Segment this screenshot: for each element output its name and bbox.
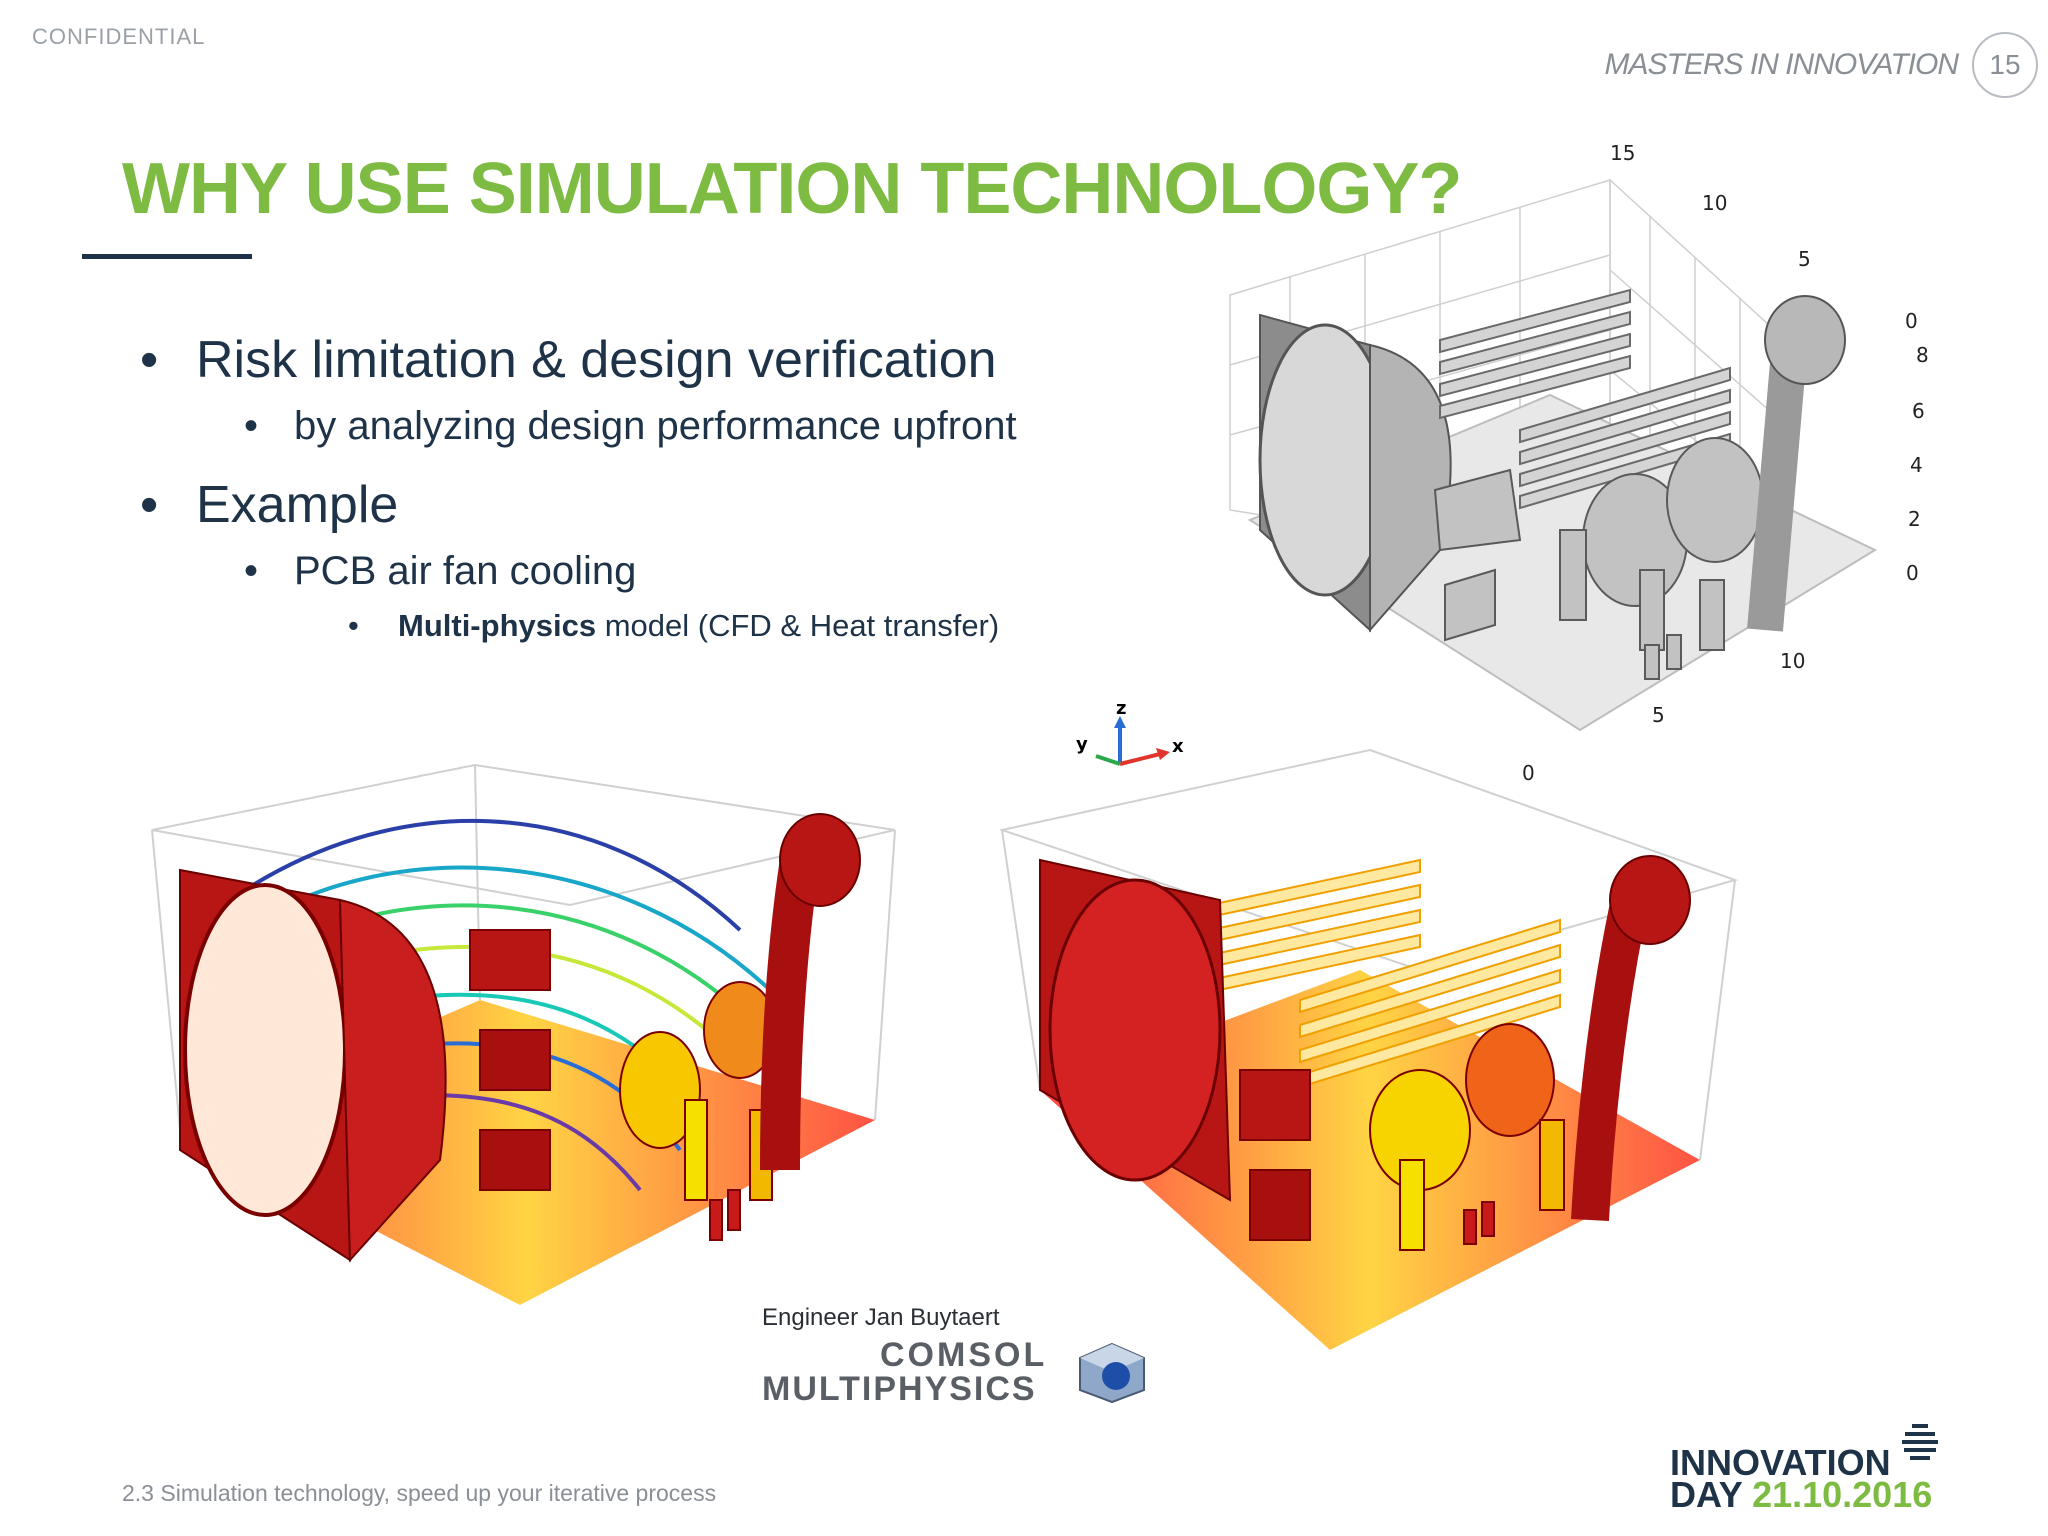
x-arrow-head [1156,748,1170,760]
tick-right: 6 [1912,399,1925,423]
bullet-example-text: Example [196,476,399,534]
z-arrow-head [1114,716,1126,728]
axis-triad: z x y [1076,702,1184,766]
heat-pipe-inlet-red [1609,855,1691,945]
z-label: z [1116,702,1126,719]
fan-opening-red [1048,878,1222,1182]
bullet-risk: • Risk limitation & design verification [140,330,1070,390]
confidential-label: CONFIDENTIAL [32,24,206,49]
multiphysics-strong-text: Multi-physics [398,608,597,643]
heat-pipe-inlet-red [779,813,861,907]
bullet-dot: • [244,549,259,593]
innovation-day-logo-line1: INNOVATION [1670,1442,1891,1483]
innovation-day-logo-line2: DAY 21.10.2016 [1670,1474,1932,1516]
y-label: y [1076,734,1088,755]
fan-opening-hot [183,883,347,1217]
bullet-dot: • [140,476,159,534]
x-label: x [1172,736,1184,757]
sub-sub-bullet-multiphysics: • Multi-physics model (CFD & Heat transf… [348,608,1070,644]
page-number: 15 [1989,49,2021,80]
sub-sub-bullet-text: Multi-physics model (CFD & Heat transfer… [398,608,999,644]
engineer-credit: Engineer Jan Buytaert [762,1304,1000,1331]
logo-date: 21.10.2016 [1752,1474,1933,1515]
sub-bullet-analyzing: • by analyzing design performance upfron… [244,404,1070,449]
heat-sink-fins-warm [1209,858,1561,1089]
tick-bottom: 10 [1780,649,1805,673]
heat-pipe-red [760,856,820,1171]
bullet-dot: • [244,404,259,448]
innovation-globe-icon [1902,1424,1938,1460]
sub-bullet-pcb-text: PCB air fan cooling [294,549,637,593]
tick-bottom: 5 [1652,703,1665,727]
bullet-risk-text: Risk limitation & design verification [196,331,997,389]
fan-shroud-red [338,898,447,1263]
tick-right: 4 [1910,453,1923,477]
heat-pipe [1747,338,1808,632]
y-axis-arrow [1095,754,1121,766]
comsol-cube-icon [1079,1342,1145,1404]
hot-components [469,929,777,1241]
bullet-dot: • [140,331,159,389]
logo-day-text: DAY [1670,1474,1753,1515]
tick-right: 0 [1906,561,1919,585]
tick-top: 0 [1905,309,1918,333]
bullet-list: • Risk limitation & design verification … [140,330,1070,644]
tick-right: 2 [1908,507,1921,531]
tick-labels: 15 10 5 0 8 6 4 2 0 10 5 0 [1522,141,1929,785]
x-axis-arrow [1119,752,1161,766]
multiphysics-rest-text: model (CFD & Heat transfer) [596,608,1000,643]
tick-top: 10 [1702,191,1727,215]
heat-pipe-inlet [1764,295,1846,385]
tick-top: 15 [1610,141,1635,165]
cfd-streamline-figure [151,763,896,1305]
slide-title: WHY USE SIMULATION TECHNOLOGY? [122,149,1462,229]
footer-text: 2.3 Simulation technology, speed up your… [122,1480,717,1506]
pcb-components [1433,437,1764,680]
tick-right: 8 [1916,343,1929,367]
heat-sink-fins [1439,288,1731,510]
bullet-dot: • [348,608,359,643]
sub-bullet-pcb: • PCB air fan cooling [244,549,1070,594]
hot-components [1239,1023,1565,1251]
pcb-geometry-figure: 15 10 5 0 8 6 4 2 0 10 5 0 [1229,141,1929,785]
bullet-example: • Example [140,475,1070,535]
multiphysics-logo-text: MULTIPHYSICS [762,1370,1037,1408]
masters-in-innovation-label: MASTERS IN INNOVATION [1604,48,1959,81]
sub-bullet-analyzing-text: by analyzing design performance upfront [294,404,1017,448]
tick-bottom: 0 [1522,761,1535,785]
thermal-figure [1000,748,1739,1350]
page-number-badge: 15 [1972,32,2038,98]
tick-top: 5 [1798,247,1811,271]
title-underline [82,254,252,259]
heat-pipe-red [1571,896,1649,1222]
comsol-logo-text: COMSOL [880,1336,1048,1374]
